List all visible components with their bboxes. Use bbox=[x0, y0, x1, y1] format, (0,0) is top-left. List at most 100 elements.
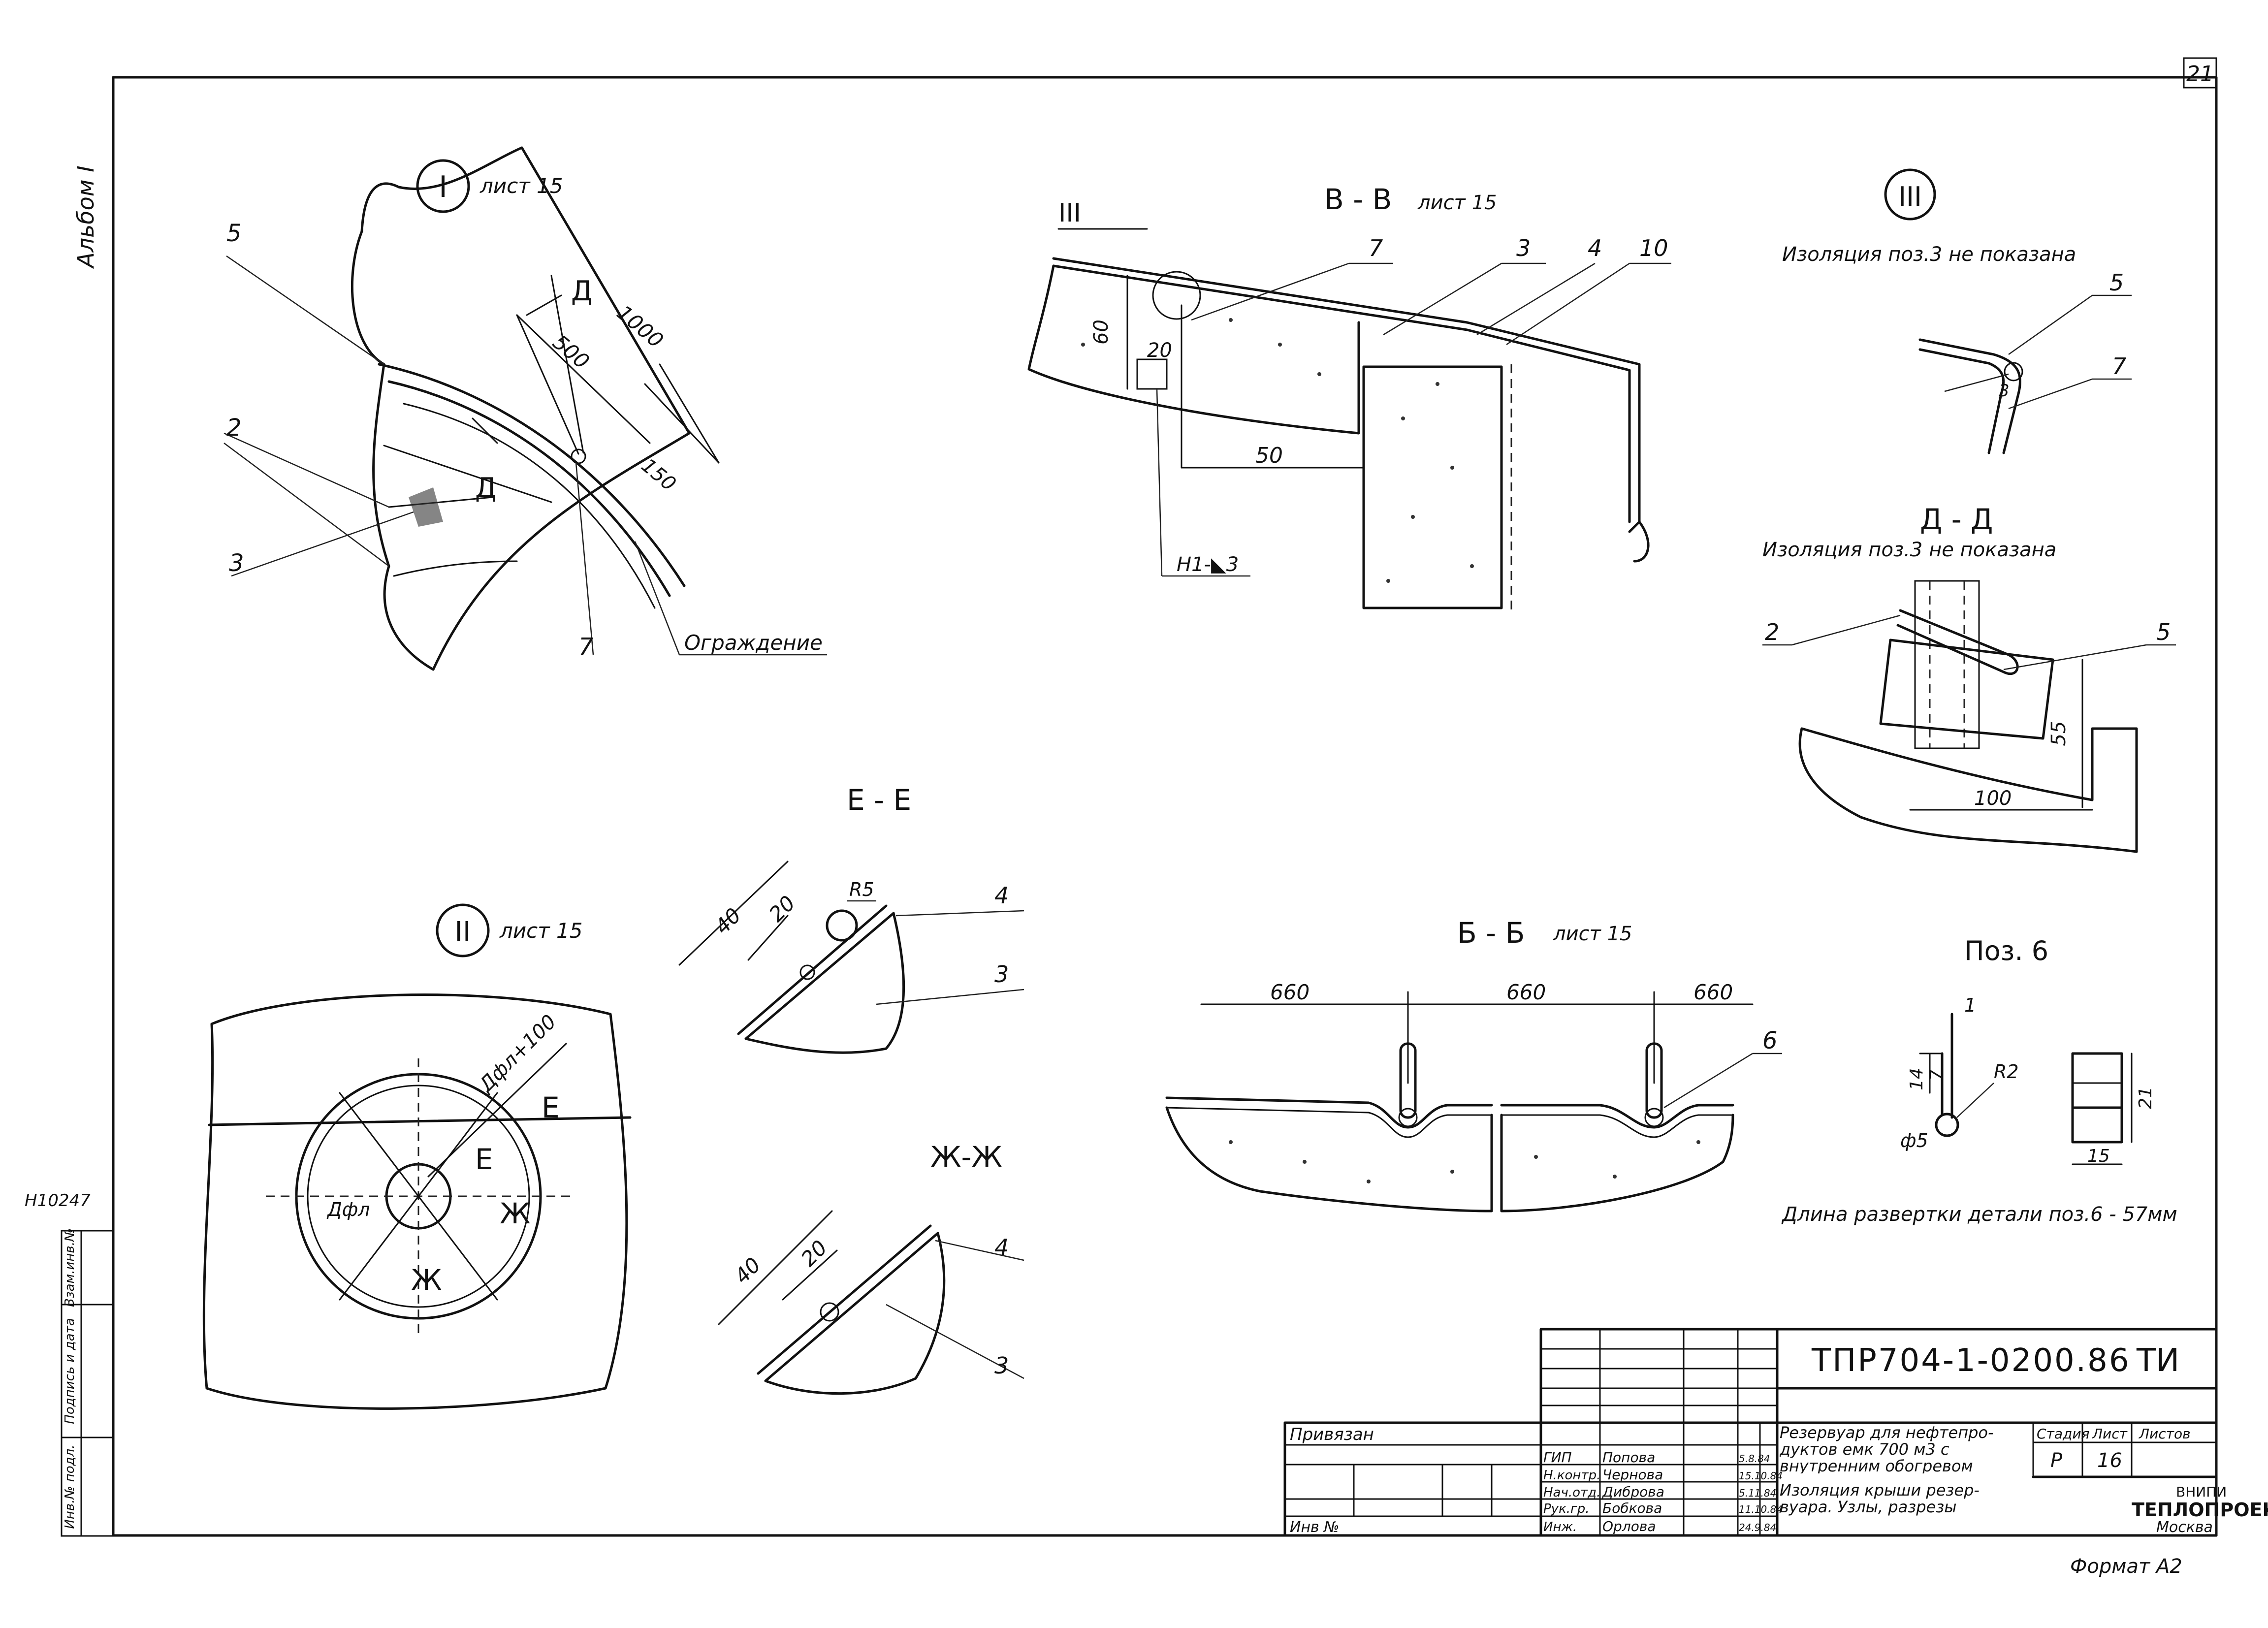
section-ee-pos3: 3 bbox=[994, 961, 1009, 988]
view-i-break-outline bbox=[351, 146, 691, 671]
poz6-d5: ф5 bbox=[1900, 1130, 1928, 1151]
section-dd-title: Д - Д bbox=[1920, 503, 1993, 536]
staff-name: Попова bbox=[1602, 1449, 1655, 1466]
view-iii-dim-3: 3 bbox=[1999, 381, 2010, 401]
view-ii: II лист 15 Дфл+100 Дфл Е Е Ж Ж bbox=[202, 903, 632, 1410]
org-line1: ВНИПИ bbox=[2176, 1484, 2227, 1500]
section-vv-pos10: 10 bbox=[1639, 235, 1668, 261]
view-ii-marker: II bbox=[454, 916, 471, 948]
staff-date: 5.11.84 bbox=[1739, 1487, 1776, 1499]
view-ii-dim-dfl: Дфл bbox=[326, 1199, 370, 1220]
section-bb-dim-b: 660 bbox=[1506, 980, 1546, 1004]
poz6-dim-7: 7 bbox=[1926, 1069, 1947, 1081]
section-ee-title: Е - Е bbox=[847, 783, 911, 817]
section-zhzh-pos3: 3 bbox=[994, 1352, 1009, 1379]
staff-date: 15.10.84 bbox=[1739, 1470, 1783, 1482]
title-sub: Изоляция крыши резер-вуара. Узлы, разрез… bbox=[1780, 1482, 1980, 1516]
staff-name: Бобкова bbox=[1602, 1500, 1662, 1516]
inv-code: Н10247 bbox=[25, 1191, 91, 1211]
title-sub-box: Изоляция крыши резер-вуара. Узлы, разрез… bbox=[1780, 1482, 1980, 1516]
view-ii-ref: лист 15 bbox=[499, 919, 583, 943]
section-bb-title: Б - Б bbox=[1457, 916, 1525, 950]
staff-date: 11.10.84 bbox=[1739, 1503, 1783, 1515]
view-i-pos3: 3 bbox=[229, 549, 244, 577]
view-i-pos5: 5 bbox=[226, 220, 242, 247]
inner-frame bbox=[112, 76, 2218, 1537]
section-vv-dim-60: 60 bbox=[1090, 319, 1113, 345]
stage-label: Стадия bbox=[2037, 1426, 2089, 1442]
section-dd-pos2: 2 bbox=[1765, 619, 1779, 645]
view-i-marker: I bbox=[439, 170, 447, 204]
section-bb-dim-c: 660 bbox=[1693, 980, 1733, 1004]
staff-date: 5.8.84 bbox=[1739, 1453, 1770, 1465]
view-ii-cut-e-left: Е bbox=[475, 1143, 493, 1176]
section-zhzh-pos4: 4 bbox=[994, 1234, 1009, 1261]
section-zh-zh: Ж-Ж 40 20 4 3 bbox=[718, 1140, 1024, 1395]
section-bb-pos6: 6 bbox=[1762, 1027, 1778, 1054]
title-main-box: Резервуар для нефтепро-дуктов емк 700 м3… bbox=[1780, 1424, 1994, 1473]
staff-name: Орлова bbox=[1602, 1518, 1656, 1534]
section-ee-dim-20: 20 bbox=[764, 891, 799, 926]
sheet-value: 16 bbox=[2097, 1449, 2122, 1472]
section-dd-dim-55: 55 bbox=[2047, 721, 2070, 746]
staff-date: 24.9.84 bbox=[1739, 1522, 1776, 1533]
section-vv-ref: лист 15 bbox=[1417, 192, 1497, 214]
section-ee-dim-40: 40 bbox=[710, 903, 745, 939]
view-ii-cut-e-right: Е bbox=[542, 1091, 560, 1124]
section-vv-marker: III bbox=[1058, 198, 1081, 228]
view-iii-note: Изоляция поз.3 не показана bbox=[1782, 243, 2076, 266]
section-bb-dim-a: 660 bbox=[1270, 980, 1310, 1004]
staff-role: ГИП bbox=[1543, 1449, 1572, 1466]
org-line3: Москва bbox=[2156, 1519, 2213, 1536]
view-i-pos2: 2 bbox=[226, 414, 242, 442]
inv-no-label: Инв № bbox=[1290, 1519, 1339, 1536]
view-i-hatch bbox=[409, 487, 443, 527]
side-stamp: Взам.инв.№ Подпись и дата Инв.№ подл. bbox=[61, 1228, 114, 1537]
side-inv-original: Инв.№ подл. bbox=[63, 1444, 77, 1529]
staff-role: Н.контр. bbox=[1543, 1468, 1600, 1483]
detail-poz6: Поз. 6 14 7 1 R2 ф5 21 15 Длина развертк… bbox=[1781, 935, 2177, 1226]
staff-name: Диброва bbox=[1601, 1484, 1664, 1500]
page-number-box bbox=[2183, 57, 2217, 89]
section-ee-pos4: 4 bbox=[994, 882, 1009, 909]
poz6-dim-14: 14 bbox=[1907, 1068, 1927, 1090]
doc-code: ТПР704-1-0200.86 bbox=[1811, 1342, 2131, 1379]
section-bb-ref: лист 15 bbox=[1553, 923, 1632, 945]
title-block: ТПР704-1-0200.86 ТИ Привязан Инв № Резер… bbox=[1283, 1328, 2268, 1537]
section-dd-note: Изоляция поз.3 не показана bbox=[1762, 539, 2056, 561]
section-vv-pos7: 7 bbox=[1369, 235, 1383, 261]
view-iii-pos7: 7 bbox=[2112, 353, 2126, 380]
section-vv-dim-20: 20 bbox=[1147, 339, 1172, 362]
doc-suffix: ТИ bbox=[2136, 1342, 2179, 1379]
section-ee-r5: R5 bbox=[849, 879, 874, 900]
view-i-cut-d-top: Д bbox=[571, 275, 593, 307]
staff-role: Инж. bbox=[1543, 1520, 1577, 1534]
view-iii-pos5: 5 bbox=[2109, 269, 2124, 296]
stage-value: Р bbox=[2050, 1449, 2063, 1472]
org-line2: ТЕПЛОПРОЕКТ bbox=[2132, 1499, 2268, 1521]
view-ii-dim-dfl100: Дфл+100 bbox=[474, 1010, 561, 1097]
section-vv-pos3: 3 bbox=[1516, 235, 1531, 261]
section-vv-title: В - В bbox=[1324, 183, 1392, 216]
view-i-cut-d-bottom: Д bbox=[475, 472, 497, 504]
view-iii: III Изоляция поз.3 не показана 5 7 3 bbox=[1782, 168, 2132, 454]
view-i-pos7: 7 bbox=[578, 633, 594, 661]
view-i-dim-500: 500 bbox=[548, 330, 594, 374]
section-d-d: Д - Д Изоляция поз.3 не показана 55 100 … bbox=[1762, 503, 2176, 853]
album-label: Альбом I bbox=[72, 165, 99, 269]
view-ii-cut-zh-right: Ж bbox=[500, 1197, 530, 1230]
view-i-marker-circle bbox=[416, 159, 470, 213]
side-sign-date: Подпись и дата bbox=[63, 1318, 77, 1424]
poz6-r2: R2 bbox=[1994, 1061, 2019, 1083]
view-i: I лист 15 500 1000 150 Д Д bbox=[224, 146, 827, 671]
view-iii-marker: III bbox=[1898, 181, 1922, 212]
view-i-dim-1000: 1000 bbox=[612, 300, 668, 352]
staff-role: Нач.отд. bbox=[1543, 1485, 1600, 1500]
title-main: Резервуар для нефтепро-дуктов емк 700 м3… bbox=[1780, 1424, 1994, 1473]
format-label: Формат А2 bbox=[2070, 1555, 2182, 1578]
section-dd-dim-100: 100 bbox=[1974, 787, 2012, 810]
poz6-dim-15: 15 bbox=[2087, 1146, 2110, 1166]
page-number: 21 bbox=[2186, 62, 2214, 87]
